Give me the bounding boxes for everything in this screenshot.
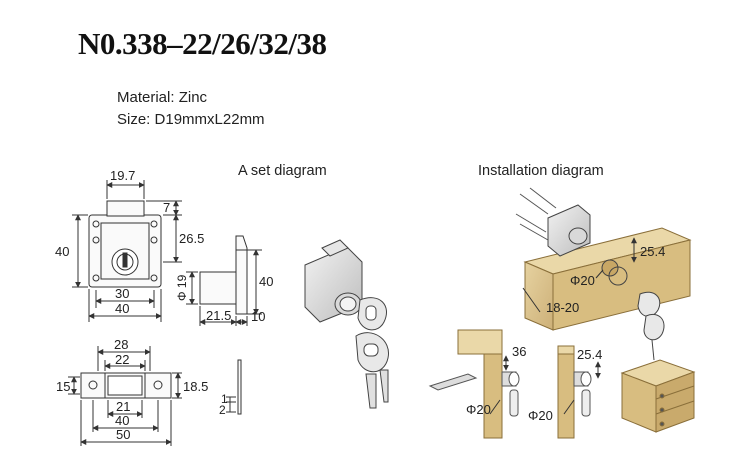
screw-hole-mr [150, 236, 158, 244]
label-top-offset: 7 [163, 200, 170, 215]
label-height: 40 [55, 244, 69, 259]
lock-inner-plate [100, 222, 150, 280]
label-side-height: 40 [259, 274, 273, 289]
label-strike-left-height: 15 [56, 379, 70, 394]
strike-slot [104, 372, 146, 399]
label-strike-outer-top: 28 [114, 337, 128, 352]
lock-ring [608, 266, 628, 286]
strike-hole-right [153, 380, 163, 390]
label-side-thickness: 10 [251, 309, 265, 324]
installation-diagram-title: Installation diagram [478, 163, 604, 179]
screw-4 [519, 223, 549, 241]
screw-hole-tr [150, 220, 158, 228]
label-diameter: Φ 19 [175, 274, 189, 301]
label-inner-width: 30 [115, 286, 129, 301]
strike-slot-inner [107, 375, 143, 396]
label-strike-inner-top: 22 [115, 352, 129, 367]
strike-plate-view [68, 346, 182, 446]
installation-board [523, 227, 692, 331]
label-strike-length: 50 [116, 427, 130, 442]
label-width-top: 19.7 [110, 168, 135, 183]
label-strike-slot: 21 [116, 399, 130, 414]
section-left-post [483, 353, 503, 439]
screw-3 [515, 213, 547, 233]
label-hole-offset: 25.4 [640, 244, 665, 259]
drawer-cabinet [620, 359, 696, 433]
label-strike-holes: 40 [115, 413, 129, 428]
section-right [557, 345, 592, 439]
material-spec: Material: Zinc [117, 89, 207, 106]
side-view [186, 235, 262, 326]
material-label: Material: [117, 89, 175, 106]
install-key-1 [637, 291, 661, 317]
screw-1 [519, 193, 549, 215]
cabinet-lock-1 [659, 393, 665, 399]
label-center-height: 26.5 [179, 231, 204, 246]
section-left-plate [428, 373, 478, 391]
strike-side-view [226, 359, 242, 415]
section-left-top [457, 329, 503, 355]
size-value: D19mmxL22mm [154, 111, 265, 128]
screw-2 [529, 187, 557, 209]
lock-3d-illustration [304, 239, 389, 409]
screw-hole-bl [92, 274, 100, 282]
size-label: Size: [117, 111, 151, 128]
cabinet-lock-3 [659, 421, 665, 427]
set-diagram-title: A set diagram [238, 163, 327, 179]
label-strike-right-height: 18.5 [183, 379, 208, 394]
front-view [72, 180, 182, 322]
label-strike-side-2: 2 [219, 403, 226, 417]
side-plate [235, 235, 248, 315]
screw-hole-br [150, 274, 158, 282]
cabinet-lock-2 [659, 407, 665, 413]
label-strike-side-1: 1 [221, 392, 228, 406]
section-left [428, 329, 520, 439]
size-spec: Size: D19mmxL22mm [117, 111, 265, 128]
section-right-post [557, 353, 575, 439]
dim-line-board-thickness [522, 287, 541, 313]
label-hole-right: Φ20 [528, 408, 553, 423]
section-right-top [557, 345, 575, 355]
installation-lock [515, 187, 665, 361]
key-blade-1 [365, 373, 377, 409]
label-board-thickness: 18-20 [546, 300, 579, 315]
dim-line-hole-diameter [595, 269, 604, 279]
key-blade-2 [379, 369, 389, 403]
strike-hole-left [88, 380, 98, 390]
product-title: N0.338–22/26/32/38 [78, 26, 327, 61]
drill-hole [601, 259, 619, 277]
lock-3d-tab [321, 239, 349, 257]
screw-hole-ml [92, 236, 100, 244]
keyway [122, 252, 128, 268]
lock-top-tab [106, 200, 145, 217]
install-key-2 [643, 314, 665, 341]
label-outer-width: 40 [115, 301, 129, 316]
label-hole-diameter: Φ20 [570, 273, 595, 288]
wood-board-face [552, 239, 691, 331]
label-side-length: 21.5 [206, 308, 231, 323]
cabinet-side [655, 371, 695, 433]
screw-hole-tl [92, 220, 100, 228]
side-cylinder [199, 271, 237, 305]
strike-side-profile [237, 359, 242, 415]
material-value: Zinc [178, 89, 208, 106]
label-depth-left: 36 [512, 344, 526, 359]
label-depth-right: 25.4 [577, 347, 602, 362]
label-hole-left: Φ20 [466, 402, 491, 417]
